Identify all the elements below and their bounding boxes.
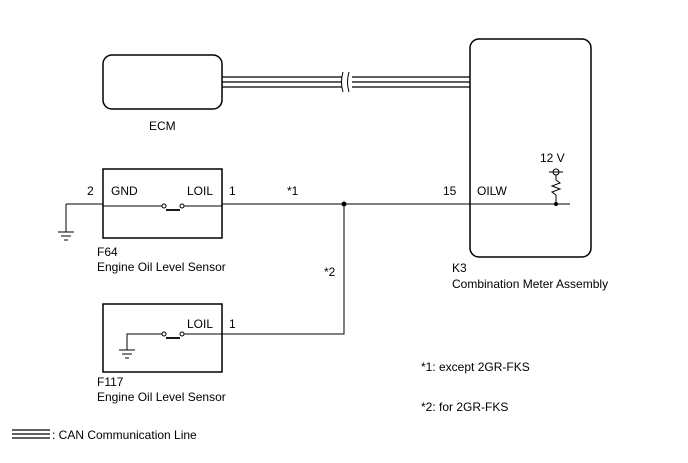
ground-icon bbox=[58, 231, 74, 241]
f64-ground-wire bbox=[65, 203, 103, 232]
f64-loil-name: LOIL bbox=[187, 184, 213, 198]
f117-box bbox=[102, 303, 223, 373]
f64-gnd-pin: 2 bbox=[87, 184, 94, 198]
can-line-break bbox=[341, 71, 350, 93]
f117-code: F117 bbox=[97, 375, 124, 389]
legend-can-line-icon bbox=[12, 429, 50, 439]
meter-code: K3 bbox=[452, 261, 467, 275]
f117-switch-icon bbox=[126, 331, 222, 350]
ground-icon bbox=[119, 349, 135, 359]
meter-box bbox=[469, 38, 592, 258]
f64-loil-pin: 1 bbox=[229, 184, 236, 198]
f64-name: Engine Oil Level Sensor bbox=[97, 260, 226, 274]
f64-switch-icon bbox=[103, 203, 222, 211]
meter-pin-name: OILW bbox=[477, 184, 507, 198]
f64-gnd-name: GND bbox=[111, 184, 138, 198]
ecm-label: ECM bbox=[149, 119, 176, 133]
f117-name: Engine Oil Level Sensor bbox=[97, 390, 226, 404]
meter-name: Combination Meter Assembly bbox=[452, 277, 608, 291]
ecm-box bbox=[102, 54, 223, 110]
can-line bbox=[222, 76, 470, 88]
note-1: *1: except 2GR-FKS bbox=[421, 360, 530, 374]
signal-wire-branch bbox=[222, 204, 345, 335]
wire-mark-2: *2 bbox=[324, 265, 336, 279]
f117-loil-pin: 1 bbox=[229, 317, 236, 331]
f117-loil-name: LOIL bbox=[187, 317, 213, 331]
meter-voltage: 12 V bbox=[540, 151, 565, 165]
note-2: *2: for 2GR-FKS bbox=[421, 400, 508, 414]
meter-pin-number: 15 bbox=[443, 184, 457, 198]
f64-box bbox=[102, 168, 223, 239]
f64-code: F64 bbox=[97, 245, 118, 259]
wire-mark-1: *1 bbox=[287, 184, 299, 198]
legend-can-line-label: : CAN Communication Line bbox=[52, 428, 197, 442]
